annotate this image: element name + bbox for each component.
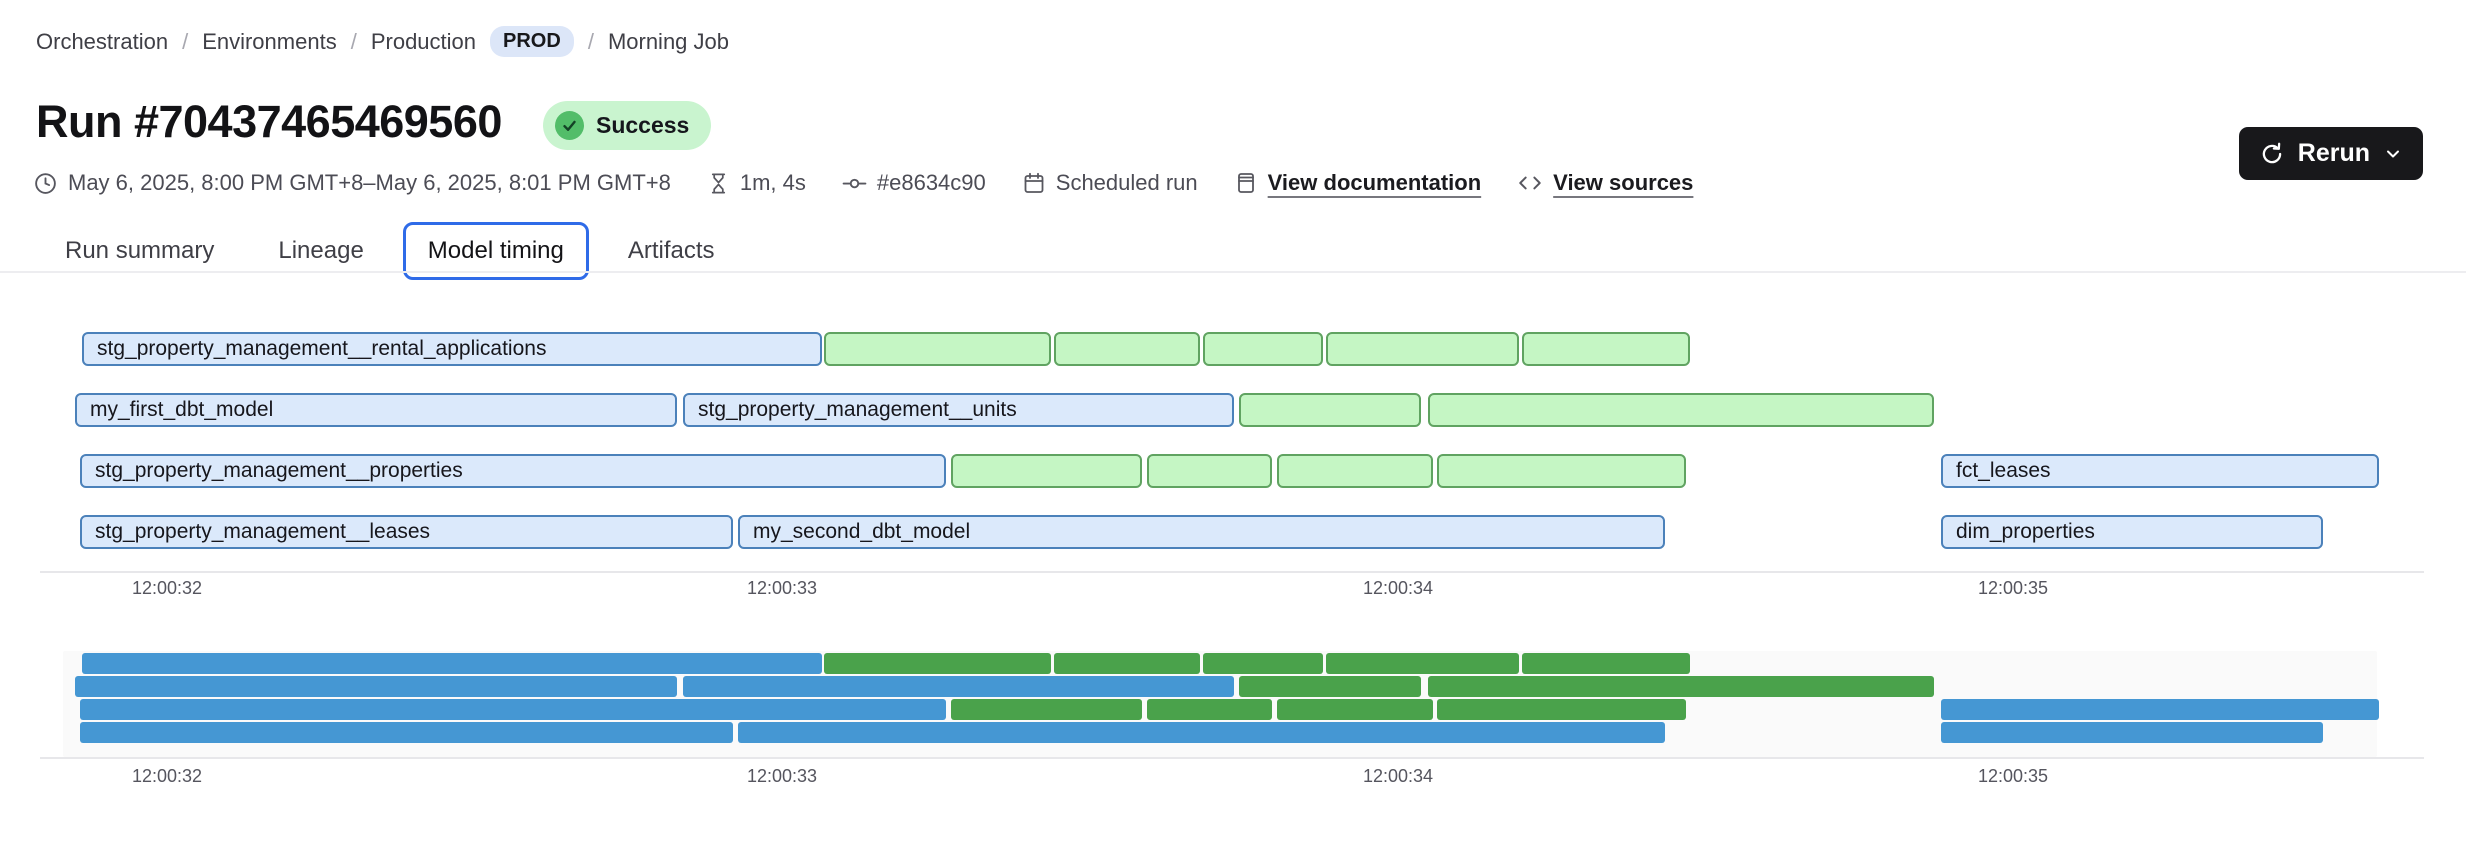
minimap-bar[interactable] xyxy=(1941,722,2323,743)
minimap-bar[interactable] xyxy=(82,653,822,674)
gantt-bar[interactable] xyxy=(1147,454,1272,488)
minimap-bar[interactable] xyxy=(1054,653,1200,674)
success-check-icon xyxy=(555,111,584,140)
gantt-bar-dim_properties[interactable]: dim_properties xyxy=(1941,515,2323,549)
minimap-axis-tick: 12:00:35 xyxy=(1977,766,2049,786)
gantt-axis-tick: 12:00:34 xyxy=(1362,578,1434,598)
breadcrumb-separator: / xyxy=(350,28,357,54)
gantt-bar-label: stg_property_management__properties xyxy=(95,459,463,482)
gantt-bar[interactable] xyxy=(1054,332,1200,366)
tab-model-timing[interactable]: Model timing xyxy=(402,222,589,280)
gantt-bar-stg_property_management__properties[interactable]: stg_property_management__properties xyxy=(80,454,946,488)
breadcrumb-separator: / xyxy=(587,28,594,54)
view-sources[interactable]: View sources xyxy=(1517,170,1693,196)
run-meta-row: May 6, 2025, 8:00 PM GMT+8–May 6, 2025, … xyxy=(33,170,1693,196)
gantt-bar[interactable] xyxy=(1522,332,1690,366)
breadcrumb-morning-job[interactable]: Morning Job xyxy=(607,28,730,54)
document-icon xyxy=(1234,171,1258,195)
minimap-bar[interactable] xyxy=(1437,699,1686,720)
tab-bar-divider xyxy=(0,271,2466,273)
breadcrumb: Orchestration / Environments / Productio… xyxy=(36,26,729,57)
minimap-bar[interactable] xyxy=(1203,653,1323,674)
gantt-axis-tick: 12:00:33 xyxy=(746,578,818,598)
gantt-bar[interactable] xyxy=(1203,332,1323,366)
minimap-axis-tick: 12:00:34 xyxy=(1362,766,1434,786)
gantt-bar-label: stg_property_management__leases xyxy=(95,520,431,543)
gantt-bar[interactable] xyxy=(1277,454,1433,488)
minimap-bar[interactable] xyxy=(1147,699,1272,720)
gantt-bar-label: dim_properties xyxy=(1956,520,2095,543)
gantt-bar-stg_property_management__leases[interactable]: stg_property_management__leases xyxy=(80,515,733,549)
refresh-icon xyxy=(2259,141,2285,167)
rerun-button[interactable]: Rerun xyxy=(2238,127,2423,180)
gantt-bar-fct_leases[interactable]: fct_leases xyxy=(1941,454,2379,488)
minimap-bar[interactable] xyxy=(738,722,1665,743)
minimap-bar[interactable] xyxy=(824,653,1051,674)
run-trigger: Scheduled run xyxy=(1022,170,1198,196)
view-documentation-link[interactable]: View documentation xyxy=(1267,170,1482,195)
minimap-bar[interactable] xyxy=(80,699,946,720)
minimap-bar[interactable] xyxy=(683,676,1234,697)
minimap-bar[interactable] xyxy=(1428,676,1934,697)
gantt-bar-label: my_first_dbt_model xyxy=(90,398,274,421)
minimap-bar[interactable] xyxy=(80,722,733,743)
gantt-axis-tick: 12:00:35 xyxy=(1977,578,2049,598)
environment-badge: PROD xyxy=(490,26,574,57)
page-title: Run #70437465469560 xyxy=(36,96,502,147)
gantt-bar-stg_property_management__units[interactable]: stg_property_management__units xyxy=(683,393,1234,427)
code-icon xyxy=(1517,170,1543,196)
clock-icon xyxy=(33,171,58,196)
gantt-bar[interactable] xyxy=(1326,332,1519,366)
breadcrumb-production[interactable]: Production xyxy=(370,28,477,54)
minimap-axis-tick: 12:00:33 xyxy=(746,766,818,786)
minimap-axis-line xyxy=(40,757,2424,759)
gantt-bar-label: fct_leases xyxy=(1956,459,2051,482)
run-trigger-label: Scheduled run xyxy=(1055,170,1198,195)
run-duration: 1m, 4s xyxy=(707,170,806,196)
breadcrumb-environments[interactable]: Environments xyxy=(202,28,337,54)
view-documentation[interactable]: View documentation xyxy=(1234,170,1482,196)
commit-icon xyxy=(842,171,867,196)
breadcrumb-separator: / xyxy=(182,28,189,54)
tab-run-summary[interactable]: Run summary xyxy=(65,237,215,264)
tab-bar: Run summary Lineage Model timing Artifac… xyxy=(40,222,740,280)
status-badge: Success xyxy=(543,101,712,150)
run-time-range: May 6, 2025, 8:00 PM GMT+8–May 6, 2025, … xyxy=(33,170,671,196)
minimap-bar[interactable] xyxy=(951,699,1142,720)
tab-lineage[interactable]: Lineage xyxy=(278,237,364,264)
gantt-axis-tick: 12:00:32 xyxy=(131,578,203,598)
gantt-bar-label: my_second_dbt_model xyxy=(753,520,971,543)
tab-artifacts[interactable]: Artifacts xyxy=(627,237,715,264)
minimap-axis-tick: 12:00:32 xyxy=(131,766,203,786)
view-sources-link[interactable]: View sources xyxy=(1553,170,1694,195)
gantt-bar-stg_property_management__rental_applications[interactable]: stg_property_management__rental_applicat… xyxy=(82,332,822,366)
status-badge-label: Success xyxy=(596,112,690,138)
minimap-bar[interactable] xyxy=(1326,653,1519,674)
run-time-range-label: May 6, 2025, 8:00 PM GMT+8–May 6, 2025, … xyxy=(68,170,671,195)
minimap-bar[interactable] xyxy=(1277,699,1433,720)
gantt-bar[interactable] xyxy=(951,454,1142,488)
gantt-axis-line xyxy=(40,571,2424,573)
gantt-bar[interactable] xyxy=(1428,393,1934,427)
breadcrumb-orchestration[interactable]: Orchestration xyxy=(36,28,169,54)
chevron-down-icon xyxy=(2383,144,2403,164)
gantt-bar-label: stg_property_management__rental_applicat… xyxy=(97,337,547,360)
rerun-button-label: Rerun xyxy=(2297,139,2370,167)
run-commit-label: #e8634c90 xyxy=(876,170,986,195)
gantt-bar[interactable] xyxy=(1239,393,1421,427)
minimap-bar[interactable] xyxy=(1941,699,2379,720)
gantt-bar-label: stg_property_management__units xyxy=(698,398,1017,421)
run-duration-label: 1m, 4s xyxy=(739,170,806,195)
calendar-icon xyxy=(1022,171,1046,195)
minimap-bar[interactable] xyxy=(75,676,677,697)
gantt-bar[interactable] xyxy=(1437,454,1686,488)
gantt-bar-my_second_dbt_model[interactable]: my_second_dbt_model xyxy=(738,515,1665,549)
minimap-bar[interactable] xyxy=(1522,653,1690,674)
hourglass-icon xyxy=(707,172,730,195)
run-commit: #e8634c90 xyxy=(842,170,986,196)
gantt-bar[interactable] xyxy=(824,332,1051,366)
gantt-bar-my_first_dbt_model[interactable]: my_first_dbt_model xyxy=(75,393,677,427)
minimap-bar[interactable] xyxy=(1239,676,1421,697)
